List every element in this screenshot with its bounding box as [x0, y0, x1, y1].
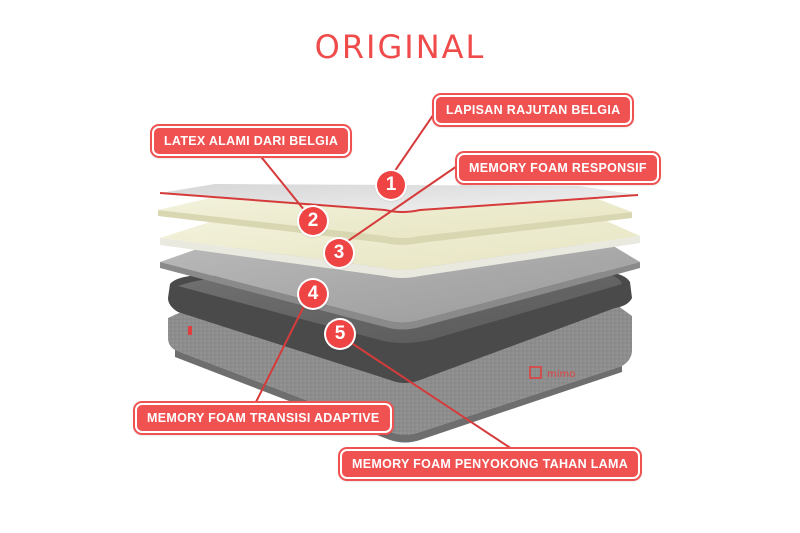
layer-4-foam [160, 244, 640, 330]
layer-1-knit [159, 184, 639, 213]
leader-line-5 [349, 341, 516, 452]
leader-line-2 [253, 147, 306, 212]
layer-5-badge: 5 [326, 320, 354, 348]
leader-line-4 [254, 293, 311, 405]
layer-2-label: LATEX ALAMI DARI BELGIA [152, 126, 351, 156]
layer-3-badge: 3 [325, 239, 353, 267]
layer-4-label: MEMORY FOAM TRANSISI ADAPTIVE [135, 403, 392, 433]
layer-2-latex [158, 196, 632, 245]
brand-mark: mimo [547, 369, 575, 380]
leader-line-1 [389, 107, 439, 179]
leader-line-3 [344, 163, 461, 244]
leader-lines [253, 107, 516, 452]
layer-4-badge: 4 [299, 280, 327, 308]
layer-1-badge: 1 [377, 171, 405, 199]
layer-5-label: MEMORY FOAM PENYOKONG TAHAN LAMA [340, 449, 641, 479]
diagram-title: ORIGINAL [314, 28, 486, 66]
layer-3-label: MEMORY FOAM RESPONSIF [457, 153, 659, 183]
layer-1-label: LAPISAN RAJUTAN BELGIA [434, 95, 633, 125]
layer-2-badge: 2 [299, 207, 327, 235]
